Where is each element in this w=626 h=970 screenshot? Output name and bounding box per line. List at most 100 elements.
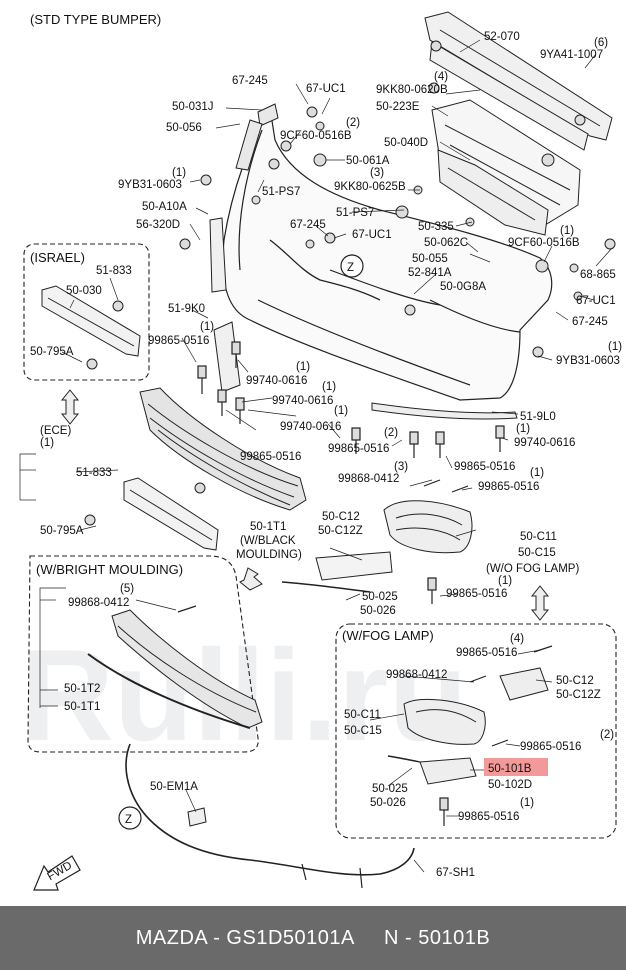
part-label: (1) [334, 405, 348, 417]
header-wo-fog-lamp: (W/O FOG LAMP) [486, 563, 579, 575]
part-label: 50-223E [376, 101, 420, 113]
part-label: 50-C15 [344, 725, 382, 737]
part-label: 51-9K0 [168, 303, 205, 315]
part-label: 50-1T1 [250, 521, 286, 533]
part-label: 99740-0616 [246, 375, 307, 387]
part-label: 50-C15 [518, 547, 556, 559]
part-label: (1) [520, 797, 534, 809]
absorber [431, 99, 581, 226]
part-label: 52-841A [408, 267, 452, 279]
part-label: (3) [370, 167, 384, 179]
part-label: (1) [530, 467, 544, 479]
part-label: (2) [384, 427, 398, 439]
ece-plate [123, 477, 219, 551]
part-label: 50-040D [384, 137, 428, 149]
part-label: 50-C12Z [556, 689, 601, 701]
part-label: 51-9L0 [520, 411, 556, 423]
part-label: 9YB31-0603 [556, 355, 620, 367]
part-label: 50-055 [412, 253, 448, 265]
part-label: (1) [40, 437, 54, 449]
part-label: 51-PS7 [262, 186, 300, 198]
part-label: 99865-0516 [520, 741, 581, 753]
part-label: (3) [394, 461, 408, 473]
header-ece: (ECE) [40, 425, 71, 437]
footer-part-numbers: MAZDA - GS1D50101A N - 50101B [135, 926, 491, 949]
lower-strip [371, 402, 518, 420]
fog-cover-wo [383, 500, 473, 554]
leader-lines [19, 39, 613, 873]
part-label: 67-245 [290, 219, 326, 231]
part-label: 50-026 [370, 797, 406, 809]
part-label: 50-1T1 [64, 701, 100, 713]
part-label: 51-PS7 [336, 207, 374, 219]
bumper-cover [222, 106, 553, 401]
part-label: 99865-0516 [328, 443, 389, 455]
part-label: 9YB31-0603 [118, 179, 182, 191]
part-label: 9CF60-0516B [280, 130, 352, 142]
part-label: 99740-0616 [272, 395, 333, 407]
part-label: (1) [322, 381, 336, 393]
part-label: 67-UC1 [576, 295, 616, 307]
bright-moulding-box [27, 555, 259, 753]
part-label: 50-EM1A [150, 781, 198, 793]
part-label: 99868-0412 [386, 669, 447, 681]
z-marker-circle-2 [118, 806, 142, 830]
footer-bar: MAZDA - GS1D50101A N - 50101B [0, 906, 626, 970]
part-label: (2) [600, 729, 614, 741]
part-label: 50-C12 [322, 511, 360, 523]
header-black-moulding-2: MOULDING) [236, 549, 302, 561]
diagram-title: (STD TYPE BUMPER) [30, 12, 161, 27]
part-label: 99865-0516 [454, 461, 515, 473]
part-label: 50-102D [488, 779, 532, 791]
part-label: 99865-0516 [456, 647, 517, 659]
part-label: 50-056 [166, 122, 202, 134]
part-label: (1) [200, 321, 214, 333]
part-label: 99740-0616 [514, 437, 575, 449]
reinforcement-bar [424, 11, 613, 151]
part-label: 67-SH1 [436, 867, 475, 879]
part-label: 50-0G8A [440, 281, 486, 293]
part-label: (1) [296, 361, 310, 373]
part-label: (4) [510, 633, 524, 645]
part-label: 50-030 [66, 285, 102, 297]
part-label: 50-031J [172, 101, 214, 113]
part-label: 50-026 [360, 605, 396, 617]
part-label: 9CF60-0516B [508, 237, 580, 249]
part-label: 50-062C [424, 237, 468, 249]
part-label: (1) [608, 341, 622, 353]
part-number-highlighted: 50-101B [488, 763, 532, 775]
highlight-box [484, 758, 548, 776]
fog-lamp-assembly [387, 667, 549, 785]
part-label: 99865-0516 [148, 335, 209, 347]
grille-black [139, 387, 307, 511]
header-fog-lamp: (W/FOG LAMP) [342, 628, 434, 643]
part-label: (4) [434, 71, 448, 83]
part-label: 99865-0516 [240, 451, 301, 463]
side-bracket-left [209, 217, 241, 393]
bumper-upper-edge [235, 103, 279, 171]
part-label: 67-UC1 [306, 83, 346, 95]
part-label: 9KK80-0620B [376, 84, 448, 96]
israel-box [23, 243, 150, 381]
parts-diagram: Rulli.ru (STD TYPE BUMPER) [19, 11, 622, 891]
part-label: 99868-0412 [68, 597, 129, 609]
z-marker-2: Z [125, 814, 132, 826]
header-black-moulding-1: (W/BLACK [240, 535, 296, 547]
part-label: 67-UC1 [352, 229, 392, 241]
part-label: (5) [120, 583, 134, 595]
part-label: 52-070 [484, 31, 520, 43]
part-label: 51-833 [76, 467, 112, 479]
part-label: 67-245 [572, 316, 608, 328]
part-label: 50-025 [372, 783, 408, 795]
part-label: 68-865 [580, 269, 616, 281]
z-marker-1: Z [347, 262, 354, 274]
part-label: 99865-0516 [458, 811, 519, 823]
part-label: (1) [498, 575, 512, 587]
part-label: 50-1T2 [64, 683, 100, 695]
part-label: 50-C11 [344, 709, 381, 721]
part-label: 9YA41-1007 [540, 49, 603, 61]
harness-connectors [301, 863, 363, 889]
fwd-arrow-icon: FWD [33, 855, 81, 891]
fog-strip-wo [281, 581, 371, 593]
